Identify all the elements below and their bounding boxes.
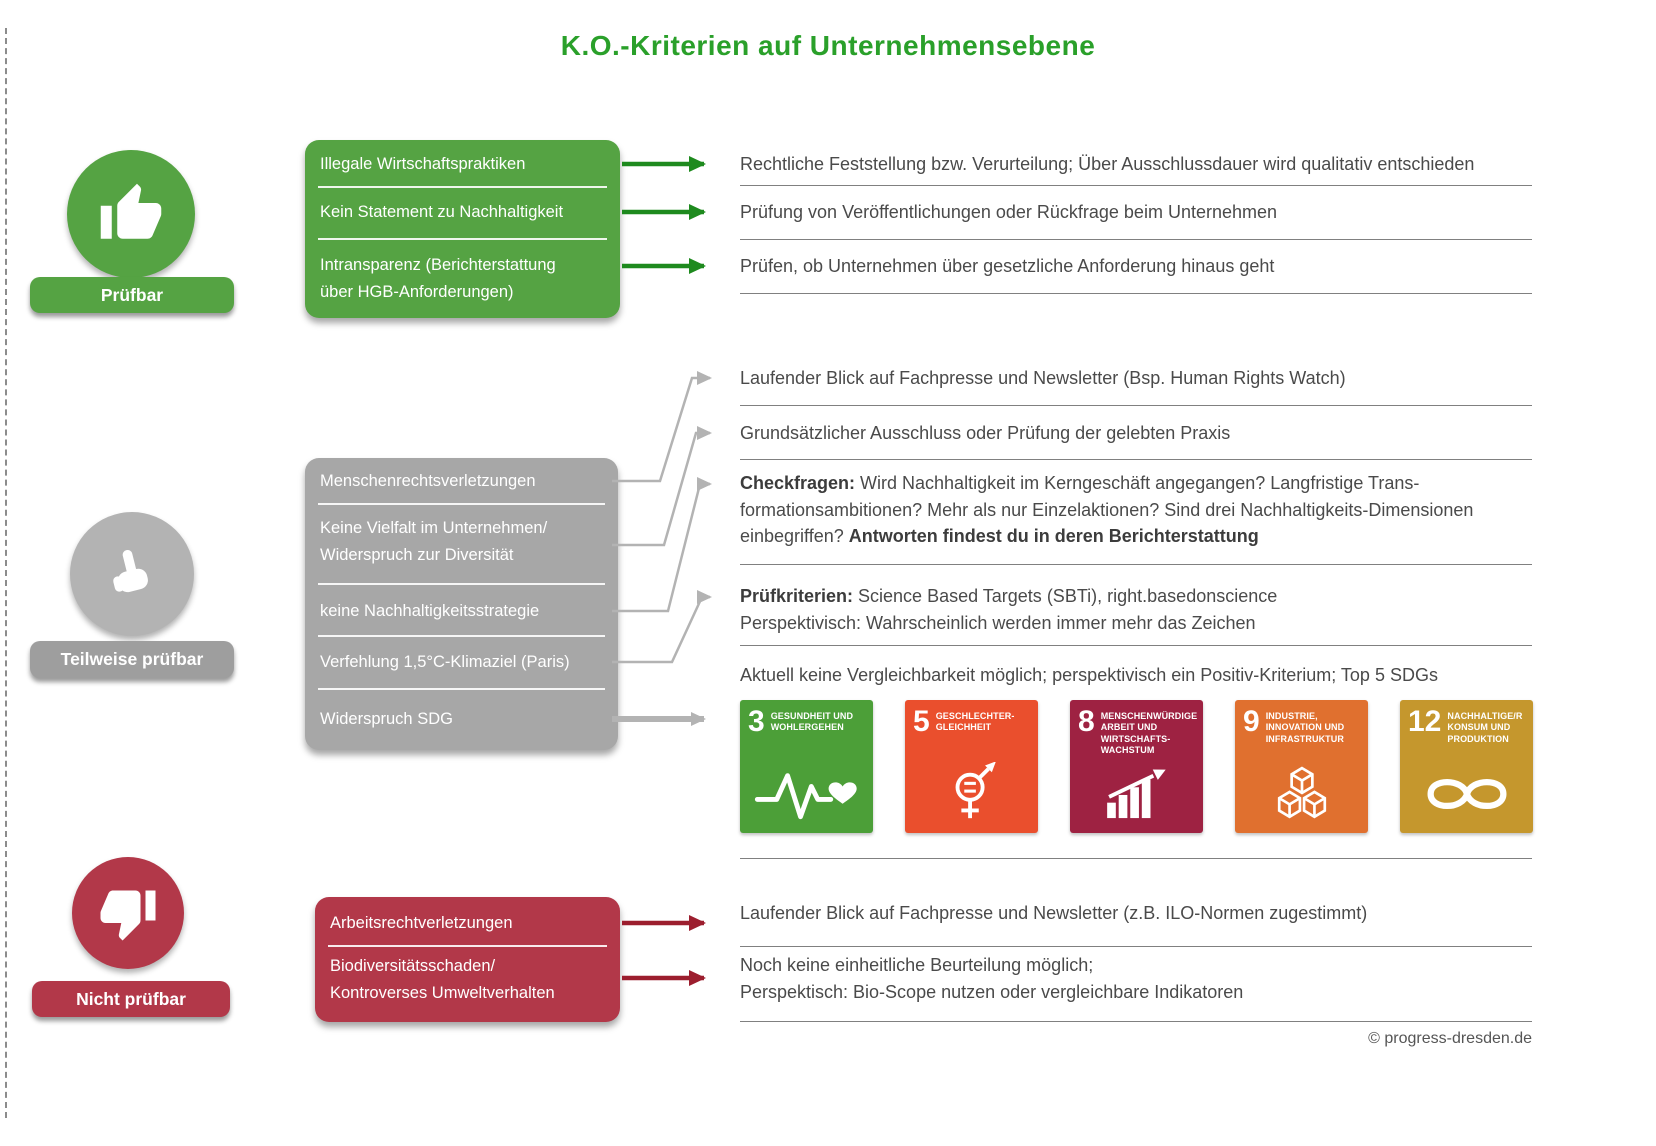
separator-line xyxy=(740,564,1532,565)
separator-line xyxy=(740,185,1532,186)
criterion-item: Biodiversitätsschaden/ Kontroverses Umwe… xyxy=(330,957,555,1002)
copyright-text: © progress-dresden.de xyxy=(1368,1030,1532,1047)
green-arrows xyxy=(622,156,706,274)
page-edge-dashes xyxy=(5,28,7,1118)
text-line: formationsambitionen? Mehr als nur Einze… xyxy=(740,499,1474,520)
criterion-item: Menschenrechtsverletzungen xyxy=(320,472,536,490)
gender-equality-icon xyxy=(905,761,1038,827)
separator-line xyxy=(740,405,1532,406)
text-line: Prüfkriterien: Science Based Targets (SB… xyxy=(740,586,1278,606)
thumbs-up-icon xyxy=(100,183,162,239)
sdg-title: INDUSTRIE, INNOVATION UND INFRASTRUKTUR xyxy=(1265,711,1345,744)
nicht-pruefbar-circle-badge xyxy=(72,857,184,969)
text-line: Checkfragen: Wird Nachhaltigkeit im Kern… xyxy=(740,473,1420,493)
pruefbar-circle-badge xyxy=(67,150,195,278)
teilweise-badge: Teilweise prüfbar xyxy=(30,641,234,678)
divider xyxy=(318,635,605,637)
pruefbar-badge: Prüfbar xyxy=(30,277,234,313)
criterion-item: Arbeitsrechtverletzungen xyxy=(330,914,513,932)
result-text: Prüfung von Veröffentlichungen oder Rück… xyxy=(740,202,1278,222)
sdg-number: 5 xyxy=(913,705,930,738)
sdg-intro-text: Aktuell keine Vergleichbarkeit möglich; … xyxy=(740,665,1438,685)
sdg-tile-8: 8 MENSCHENWÜRDIGE ARBEIT UND WIRTSCHAFTS… xyxy=(1070,700,1203,833)
teilweise-circle-badge xyxy=(70,512,194,636)
sdg-title: GESUNDHEIT UND WOHLERGEHEN xyxy=(770,711,854,733)
thumbs-down-icon xyxy=(100,890,156,941)
result-text: Noch keine einheitliche Beurteilung mögl… xyxy=(740,952,1243,1006)
badge-label: Teilweise prüfbar xyxy=(60,649,204,669)
pointing-hand-icon xyxy=(113,549,148,593)
divider xyxy=(318,238,607,240)
criterion-item: Intransparenz (Berichterstattung über HG… xyxy=(320,256,556,301)
sdg-title: NACHHALTIGE/R KONSUM UND PRODUKTION xyxy=(1447,711,1523,744)
criterion-item: Kein Statement zu Nachhaltigkeit xyxy=(320,203,564,221)
sdg-number: 12 xyxy=(1408,705,1442,738)
badge-label: Prüfbar xyxy=(100,284,164,305)
green-criteria-box: Illegale Wirtschaftspraktiken Kein State… xyxy=(305,140,620,318)
criterion-item: Widerspruch SDG xyxy=(320,710,453,728)
sdg-tile-9: 9 INDUSTRIE, INNOVATION UND INFRASTRUKTU… xyxy=(1235,700,1368,833)
gray-connectors xyxy=(612,371,712,726)
criterion-item: keine Nachhaltigkeitsstrategie xyxy=(320,602,540,620)
result-text: Rechtliche Feststellung bzw. Verurteilun… xyxy=(740,154,1475,174)
sustainable-consumption-infinity-icon xyxy=(1400,761,1533,827)
economic-growth-chart-icon xyxy=(1070,761,1203,827)
divider xyxy=(318,583,605,585)
separator-line xyxy=(740,645,1532,646)
divider xyxy=(318,688,605,690)
checkfragen-text: Checkfragen: Wird Nachhaltigkeit im Kern… xyxy=(740,470,1473,550)
separator-line xyxy=(740,1021,1532,1022)
text-line: Perspektisch: Bio-Scope nutzen oder verg… xyxy=(740,982,1244,1002)
text-line: Noch keine einheitliche Beurteilung mögl… xyxy=(740,955,1094,975)
page-title: K.O.-Kriterien auf Unternehmensebene xyxy=(560,30,1096,61)
separator-line xyxy=(740,858,1532,859)
criterion-item: Keine Vielfalt im Unternehmen/ Widerspru… xyxy=(320,519,548,564)
criterion-item: Verfehlung 1,5°C-Klimaziel (Paris) xyxy=(320,653,570,671)
divider xyxy=(328,945,607,947)
sdg-tile-5: 5 GESCHLECHTER- GLEICHHEIT xyxy=(905,700,1038,833)
gray-criteria-box: Menschenrechtsverletzungen Keine Vielfal… xyxy=(305,458,618,750)
text-line: einbegriffen? Antworten findest du in de… xyxy=(740,526,1259,546)
industry-cubes-icon xyxy=(1235,761,1368,827)
sdg-number: 8 xyxy=(1078,705,1095,738)
separator-line xyxy=(740,239,1532,240)
badge-label: Nicht prüfbar xyxy=(76,988,186,1009)
red-criteria-box: Arbeitsrechtverletzungen Biodiversitätss… xyxy=(315,897,620,1022)
result-text: Laufender Blick auf Fachpresse und Newsl… xyxy=(740,903,1368,923)
separator-line xyxy=(740,459,1532,460)
result-text: Prüfen, ob Unternehmen über gesetzliche … xyxy=(740,256,1275,276)
pruefkriterien-text: Prüfkriterien: Science Based Targets (SB… xyxy=(740,583,1277,636)
result-text: Laufender Blick auf Fachpresse und Newsl… xyxy=(740,368,1346,388)
health-ecg-heart-icon xyxy=(740,761,873,827)
result-text: Grundsätzlicher Ausschluss oder Prüfung … xyxy=(740,423,1231,443)
red-arrows xyxy=(622,915,706,986)
sdg-tile-3: 3 GESUNDHEIT UND WOHLERGEHEN xyxy=(740,700,873,833)
sdg-title: GESCHLECHTER- GLEICHHEIT xyxy=(935,711,1015,733)
divider xyxy=(318,186,607,188)
sdg-number: 9 xyxy=(1243,705,1260,738)
criterion-item: Illegale Wirtschaftspraktiken xyxy=(320,155,526,173)
sdg-number: 3 xyxy=(748,705,765,738)
nicht-pruefbar-badge: Nicht prüfbar xyxy=(32,981,230,1017)
sdg-title: MENSCHENWÜRDIGE ARBEIT UND WIRTSCHAFTS- … xyxy=(1100,711,1198,755)
text-line: Perspektivisch: Wahrscheinlich werden im… xyxy=(740,612,1256,633)
separator-line xyxy=(740,946,1532,947)
sdg-tile-12: 12 NACHHALTIGE/R KONSUM UND PRODUKTION xyxy=(1400,700,1533,833)
divider xyxy=(318,503,605,505)
separator-line xyxy=(740,293,1532,294)
